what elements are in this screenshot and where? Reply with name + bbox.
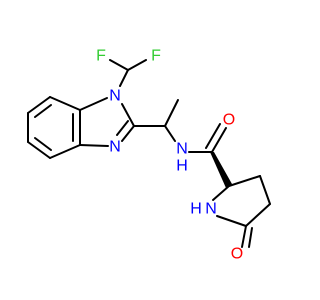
pyrrolidinone-ring	[210, 152, 271, 248]
atom-n-benzimidazole-1: N	[109, 88, 121, 105]
bond-co-o	[211, 127, 227, 153]
atom-amide-h: H	[176, 158, 188, 175]
bond-c5-c4-inner	[34, 137, 52, 151]
bond-cf-right	[127, 59, 147, 71]
bond-cf-left	[109, 59, 129, 71]
bond-n1-c2	[121, 103, 135, 127]
linker-and-amide	[133, 99, 227, 153]
bond-n3-c3a	[79, 144, 109, 147]
atom-f-left: F	[96, 48, 106, 65]
bond-chf2-n1	[119, 69, 129, 87]
atom-lactam-o: O	[231, 246, 243, 263]
bond-c7a-c7	[49, 96, 81, 111]
benzene-ring	[27, 96, 81, 159]
bond-ca-cb	[228, 175, 261, 187]
bond-c7a-n1	[79, 97, 108, 111]
bond-cg-cd	[245, 203, 271, 227]
bond-c2-n3-inner	[116, 120, 129, 136]
atom-n-benzimidazole-3: N	[109, 139, 121, 156]
bond-ch-ch3	[164, 99, 179, 127]
molecule-structure: F F N N N H O H N O	[27, 48, 271, 263]
imidazole-ring	[79, 97, 135, 147]
difluoromethyl-group	[109, 59, 147, 87]
bond-c2-n3	[121, 125, 135, 142]
bond-cb-cg	[259, 175, 271, 205]
atom-amide-n: N	[176, 141, 188, 158]
bond-n-cd	[216, 215, 247, 227]
stereo-wedge-bond	[210, 152, 232, 188]
atom-f-right: F	[151, 48, 161, 65]
bond-c4-c3a	[49, 144, 81, 159]
bond-cd-o-double	[248, 227, 253, 248]
bond-ca-n	[212, 185, 230, 201]
bond-co-o-double	[205, 123, 221, 149]
atom-lactam-h: H	[190, 201, 202, 218]
bond-c7-c6-inner	[34, 104, 52, 118]
bond-ch-nh	[164, 125, 176, 142]
bond-c5-c4	[27, 141, 51, 159]
bond-c7-c6	[27, 96, 51, 114]
atom-amide-o: O	[223, 112, 235, 129]
bond-cd-o	[241, 225, 247, 248]
atom-lactam-n: N	[205, 201, 217, 218]
